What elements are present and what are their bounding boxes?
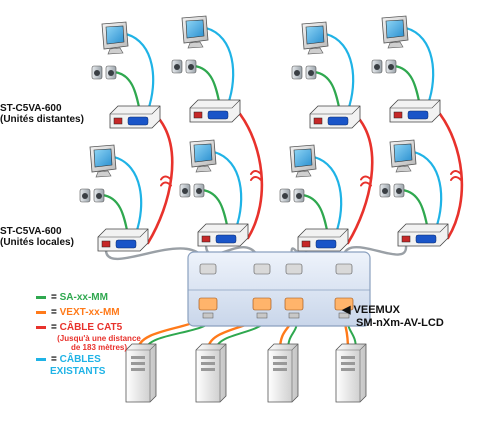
local-monitor-1 [89,144,117,178]
remote-existing-cable-2 [204,26,235,106]
remote-existing-cable-1 [124,32,155,112]
switch-cpu-port-2 [252,297,272,311]
cat5-break-mark-4 [450,176,462,181]
remote-speakers-3 [291,65,317,80]
switch-user-port-3 [285,263,303,275]
remote-extender-2 [189,99,241,123]
switch-audio-port-4 [338,312,350,319]
switch-audio-port-1 [202,312,214,319]
cpu-tower-2 [195,343,227,403]
legend-existing-label-line2: EXISTANTS [50,366,106,377]
veemux-switch [187,251,371,327]
remote-speakers-1 [91,65,117,80]
switch-audio-port-3 [288,312,300,319]
remote-speakers-4 [371,59,397,74]
switch-audio-port-2 [256,312,268,319]
local-existing-cable-4 [412,150,443,230]
cat5-break-mark-2 [250,170,262,175]
local-extender-2 [197,223,249,247]
local-extender-4 [397,223,449,247]
local-existing-cable-2 [212,150,243,230]
remote-monitor-1 [101,21,129,55]
legend-prefix: = [51,354,57,365]
local-existing-cable-3 [312,155,343,235]
local-speakers-2 [179,183,205,198]
cpu-tower-4 [335,343,367,403]
cat5-break-mark-2 [250,176,262,181]
switch-arrow-icon: ◀ [342,304,351,316]
remote-monitor-4 [381,15,409,49]
remote-existing-cable-3 [324,32,355,112]
legend-vext-label: VEXT-xx-MM [59,307,120,318]
local-extender-1 [97,228,149,252]
legend-cat5-note-line2: de 183 mètres) [70,343,128,352]
cat5-cable-1 [146,118,174,245]
remote-units-model-label: ST-C5VA-600 [0,103,62,114]
cat5-break-mark-1 [160,181,172,187]
remote-extender-3 [309,105,361,129]
cat5-break-mark-1 [160,175,172,181]
legend-sa-label: SA-xx-MM [59,292,108,303]
local-extender-3 [297,228,349,252]
cat5-cable-2 [238,112,264,240]
local-speakers-3 [279,188,305,203]
legend-cat5-label: CÂBLE CAT5 [59,322,123,333]
device-layer [79,15,449,403]
cat5-cable-4 [438,112,464,240]
local-monitor-4 [389,139,417,173]
local-monitor-2 [189,139,217,173]
switch-cpu-port-1 [198,297,218,311]
remote-existing-cable-4 [404,26,435,106]
legend-prefix: = [51,307,57,318]
switch-user-port-4 [335,263,353,275]
remote-monitor-2 [181,15,209,49]
switch-user-port-1 [199,263,217,275]
switch-user-port-2 [253,263,271,275]
remote-extender-1 [109,105,161,129]
switch-cpu-port-4 [334,297,354,311]
cat5-break-mark-4 [450,170,462,175]
local-existing-cable-1 [112,155,143,235]
switch-cpu-port-3 [284,297,304,311]
cat5-cable-3 [346,118,374,245]
switch-brand-label: VEEMUX [353,304,400,316]
legend-vext-swatch [36,311,46,314]
remote-monitor-3 [301,21,329,55]
legend-cat5-note-line1: (Jusqu'à une distance [57,334,141,343]
cpu-tower-3 [267,343,299,403]
legend-cat5-swatch [36,326,46,329]
remote-extender-4 [389,99,441,123]
remote-units-desc-label: (Unités distantes) [0,114,84,125]
cat5-break-mark-3 [360,181,372,187]
local-monitor-3 [289,144,317,178]
local-speakers-1 [79,188,105,203]
switch-model-label: SM-nXm-AV-LCD [356,317,444,329]
switch-label: ◀ VEEMUX SM-nXm-AV-LCD [342,304,444,330]
local-units-desc-label: (Unités locales) [0,237,74,248]
legend-sa-swatch [36,296,46,299]
cat5-break-mark-3 [360,175,372,181]
remote-speakers-2 [171,59,197,74]
local-speakers-4 [379,183,405,198]
legend-prefix: = [51,322,57,333]
local-units-model-label: ST-C5VA-600 [0,226,62,237]
legend-prefix: = [51,292,57,303]
cpu-tower-1 [125,343,157,403]
legend-existing-swatch [36,358,46,361]
legend-existing-label: CÂBLES [59,354,101,365]
